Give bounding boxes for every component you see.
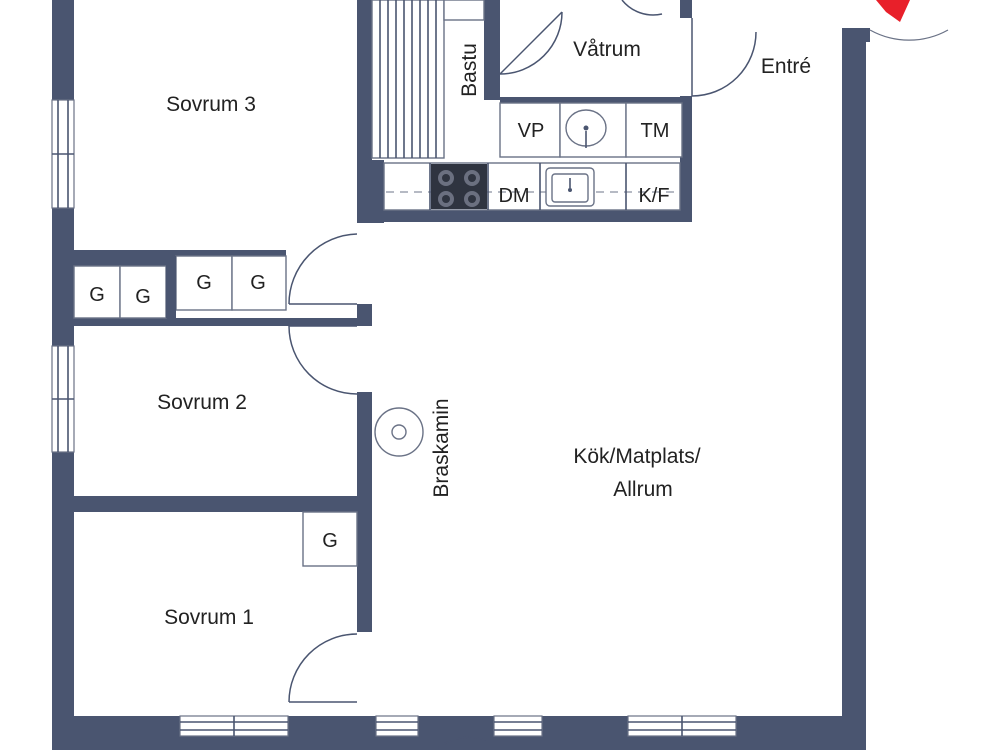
storage-label-g2: G — [135, 286, 151, 308]
room-label-bastu: Bastu — [458, 43, 481, 97]
storage-label-g1: G — [89, 284, 105, 306]
room-label-sovrum2: Sovrum 2 — [157, 391, 247, 414]
stove-icon — [431, 164, 487, 209]
sauna-benches — [371, 0, 485, 159]
fixture-label-braskamin: Braskamin — [430, 398, 453, 497]
room-label-entre: Entré — [761, 55, 811, 78]
room-label-vatrum: Våtrum — [573, 38, 641, 61]
room-label-sovrum1: Sovrum 1 — [164, 606, 254, 629]
fixture-label-dm: DM — [498, 185, 529, 207]
fixture-label-tm: TM — [641, 120, 670, 142]
fixture-label-vp: VP — [518, 120, 545, 142]
storage-label-g4: G — [250, 272, 266, 294]
kitchen-counter — [383, 162, 681, 211]
washbasin-icon — [565, 109, 607, 148]
storage-label-g3: G — [196, 272, 212, 294]
bath-fixtures — [499, 102, 683, 158]
room-label-sovrum3: Sovrum 3 — [166, 93, 256, 116]
sink-icon — [545, 167, 595, 207]
storage-closets — [73, 255, 358, 567]
storage-label-g5: G — [322, 530, 338, 552]
room-label-kok-line1: Kök/Matplats/ — [573, 445, 700, 468]
compass-arrow-icon — [869, 0, 949, 41]
room-label-kok-line2: Allrum — [613, 478, 673, 501]
doors — [288, 0, 757, 750]
fixture-label-kf: K/F — [638, 185, 669, 207]
fireplace-icon — [374, 407, 424, 457]
windows — [51, 99, 737, 737]
